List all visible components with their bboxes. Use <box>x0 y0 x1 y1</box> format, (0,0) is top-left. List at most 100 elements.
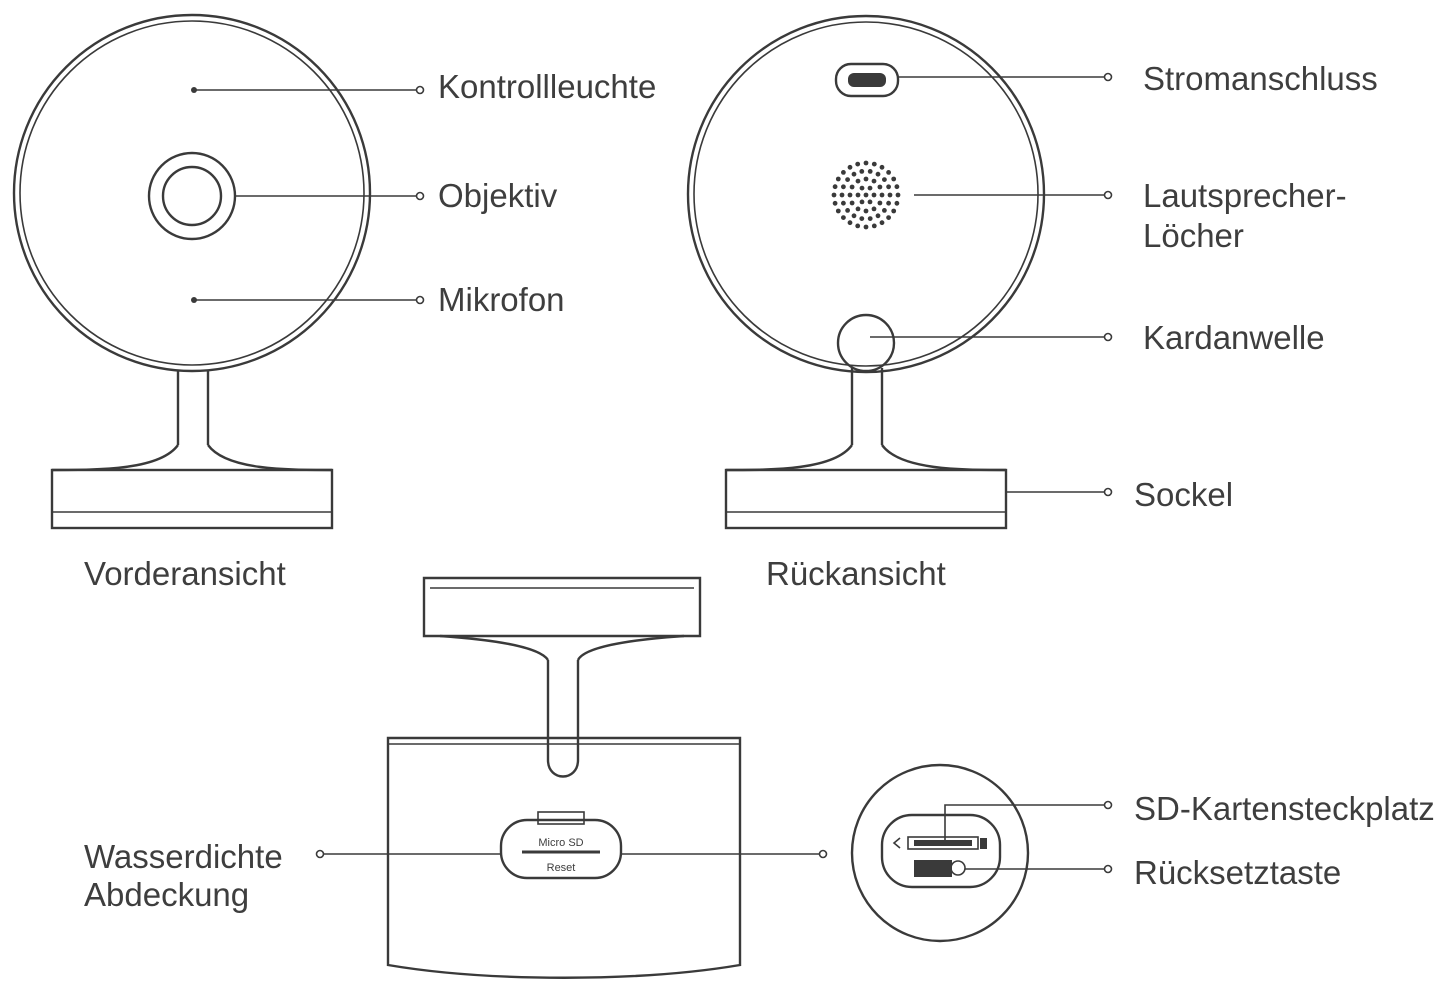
speaker-hole <box>859 185 865 191</box>
speaker-hole <box>841 200 846 206</box>
label-front-view: Vorderansicht <box>84 555 286 592</box>
speaker-hole <box>863 208 869 214</box>
speaker-hole <box>882 208 887 213</box>
speaker-hole <box>855 192 861 198</box>
label-power-port: Stromanschluss <box>1143 60 1378 97</box>
sd-latch <box>980 838 987 849</box>
speaker-hole <box>894 184 900 190</box>
speaker-hole <box>835 208 841 214</box>
speaker-hole <box>863 224 869 230</box>
indicator-light <box>191 87 197 93</box>
speaker-hole <box>891 176 897 182</box>
speaker-hole <box>879 220 885 226</box>
speaker-hole <box>877 184 883 190</box>
speaker-hole <box>894 200 900 206</box>
label-reset: Rücksetztaste <box>1134 854 1341 891</box>
microphone-leader-dot <box>415 295 425 305</box>
speaker-hole <box>867 199 873 205</box>
speaker-hole <box>886 215 891 221</box>
speaker-hole <box>871 161 877 167</box>
label-sd-slot: SD-Kartensteckplatz <box>1134 790 1435 827</box>
cover-print-bottom: Reset <box>547 862 576 874</box>
power-port-inner <box>848 73 886 87</box>
microphone-hole <box>191 297 197 303</box>
sd-arrow-left <box>892 837 901 849</box>
speaker-hole <box>831 192 837 198</box>
front-view: Kontrollleuchte Objektiv Mikrofon Vorder… <box>12 13 656 592</box>
cover-print-top: Micro SD <box>538 837 583 849</box>
speaker-hole <box>851 171 857 177</box>
speaker-hole <box>887 192 893 198</box>
front-stand-flare <box>51 444 333 472</box>
speaker-hole <box>847 164 853 170</box>
back-view: Stromanschluss Lautsprecher- Löcher Kard… <box>686 14 1378 592</box>
speaker-hole <box>832 184 838 190</box>
speaker-hole <box>877 200 883 206</box>
lens-leader-dot <box>415 191 425 201</box>
speaker-hole <box>851 213 857 219</box>
speaker-hole <box>835 176 841 182</box>
label-waterproof-line2: Abdeckung <box>84 876 249 913</box>
front-base <box>50 468 334 530</box>
waterproof-cover <box>499 818 623 880</box>
speaker-hole <box>895 192 901 198</box>
speaker-hole <box>867 169 873 174</box>
speaker-hole <box>882 177 887 183</box>
label-waterproof-line1: Wasserdichte <box>84 838 283 875</box>
waterproof-cover-tab <box>537 811 585 825</box>
sd-slot-leader <box>944 804 1105 840</box>
waterproof-leader-right-dot <box>818 849 828 859</box>
sd-card <box>914 840 972 846</box>
back-stand-flare <box>725 444 1007 472</box>
speaker-hole <box>891 208 897 214</box>
speaker-hole <box>867 185 873 191</box>
speaker-hole <box>855 206 861 212</box>
label-indicator: Kontrollleuchte <box>438 68 656 105</box>
bottom-base-body <box>386 736 742 979</box>
speaker-hole <box>886 184 891 190</box>
back-base <box>724 468 1008 530</box>
detail-circle <box>850 763 1030 943</box>
reset-button-knob <box>950 860 966 876</box>
speaker-hole <box>875 213 881 219</box>
front-camera-body <box>12 13 372 373</box>
gimbal-leader-dot <box>1103 332 1113 342</box>
speaker-hole <box>841 170 846 175</box>
bottom-neck-flare <box>439 634 685 661</box>
speaker-hole <box>855 223 861 229</box>
speaker-hole <box>859 216 865 222</box>
speaker-hole <box>867 216 873 222</box>
speaker-hole <box>875 171 881 177</box>
speaker-hole <box>841 215 846 221</box>
speaker-hole <box>855 161 861 167</box>
reset-leader-dot <box>1103 864 1113 874</box>
reset-button <box>914 860 952 877</box>
speaker-hole <box>886 200 891 206</box>
bottom-camera-disc <box>422 576 702 638</box>
speaker-hole <box>859 199 865 205</box>
speaker-hole <box>849 200 855 206</box>
speaker-hole <box>841 184 846 190</box>
gimbal-joint <box>836 313 896 373</box>
speaker-hole <box>871 178 877 184</box>
label-lens: Objektiv <box>438 177 558 214</box>
label-microphone: Mikrofon <box>438 281 565 318</box>
speaker-leader-dot <box>1103 190 1113 200</box>
speaker-hole <box>879 192 885 198</box>
front-stand-neck <box>176 370 210 445</box>
bottom-view: Micro SD Reset Wasserdichte Abdeckung SD… <box>84 576 1435 979</box>
speaker-hole <box>847 220 853 226</box>
sd-card-slot <box>907 836 979 850</box>
label-gimbal: Kardanwelle <box>1143 319 1325 356</box>
front-camera-rim <box>19 20 365 366</box>
speaker-hole <box>859 169 865 174</box>
speaker-hole <box>871 192 877 198</box>
speaker-hole <box>863 176 869 182</box>
label-speaker-line2: Löcher <box>1143 217 1244 254</box>
label-back-view: Rückansicht <box>766 555 946 592</box>
detail-cover-recess <box>880 813 1002 889</box>
speaker-hole <box>871 223 877 229</box>
base-leader-dot <box>1103 487 1113 497</box>
lens-inner <box>161 165 223 227</box>
